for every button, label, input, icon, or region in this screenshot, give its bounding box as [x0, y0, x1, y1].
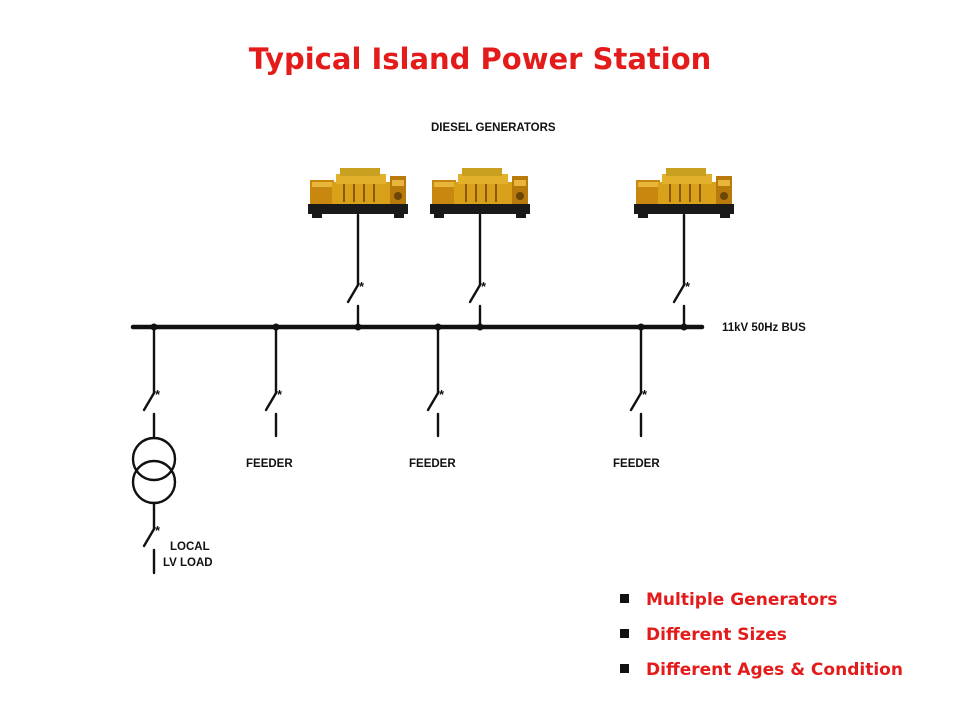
breaker-mark: * — [155, 523, 161, 538]
bullet-item: Multiple Generators — [620, 588, 903, 623]
breaker-mark: * — [481, 279, 487, 294]
load-label-line1: LOCAL — [170, 541, 210, 553]
generator-icon — [633, 167, 735, 219]
generator-icon — [307, 167, 409, 219]
page-title: Typical Island Power Station — [248, 42, 712, 76]
bullet-text: Different Ages & Condition — [646, 660, 903, 680]
bullet-item: Different Sizes — [620, 623, 903, 658]
breaker-mark: * — [685, 279, 691, 294]
feeder-label: FEEDER — [613, 458, 660, 470]
feeder-label: FEEDER — [409, 458, 456, 470]
bullet-square-icon — [620, 594, 629, 603]
breaker-mark: * — [359, 279, 365, 294]
bullet-square-icon — [620, 664, 629, 673]
breaker-mark: * — [642, 387, 648, 402]
load-label-line2: LV LOAD — [163, 557, 213, 569]
breaker-mark: * — [439, 387, 445, 402]
bullet-square-icon — [620, 629, 629, 638]
breaker-mark: * — [277, 387, 283, 402]
bus-label: 11kV 50Hz BUS — [722, 322, 806, 334]
bullet-text: Multiple Generators — [646, 590, 838, 610]
feeder-label: FEEDER — [246, 458, 293, 470]
generator-icon — [429, 167, 531, 219]
bullet-item: Different Ages & Condition — [620, 658, 903, 693]
breaker-mark: * — [155, 387, 161, 402]
generators-label: DIESEL GENERATORS — [431, 122, 556, 134]
bullet-text: Different Sizes — [646, 625, 787, 645]
bullet-list: Multiple Generators Different Sizes Diff… — [620, 588, 903, 693]
